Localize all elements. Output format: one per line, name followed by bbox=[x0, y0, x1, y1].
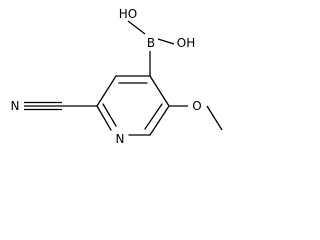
nitrile-group bbox=[24, 101, 97, 111]
bond-b-oh-left bbox=[127, 20, 146, 35]
methoxy-group bbox=[169, 105, 223, 131]
pyridine-ring bbox=[96, 75, 170, 136]
hydroxyl-left-label: HO bbox=[119, 7, 137, 21]
molecule-diagram: N N O B HO OH bbox=[11, 7, 223, 146]
nitrile-nitrogen-label: N bbox=[11, 99, 20, 113]
bond-c6-c5-inner bbox=[144, 103, 163, 130]
methoxy-oxygen-label: O bbox=[192, 99, 201, 113]
bond-c3-c2 bbox=[96, 75, 117, 107]
structure-canvas: N N O B HO OH bbox=[0, 0, 231, 155]
bond-c2-n1-inner bbox=[102, 103, 117, 127]
boronic-acid-group bbox=[127, 20, 175, 76]
bond-o-ch3 bbox=[206, 105, 223, 131]
bond-c6-c5 bbox=[149, 105, 170, 136]
bond-c5-c4 bbox=[149, 75, 170, 107]
boron-label: B bbox=[147, 36, 155, 50]
bond-c2-n1 bbox=[96, 105, 112, 131]
bond-b-oh-right bbox=[157, 38, 175, 45]
ring-nitrogen-label: N bbox=[116, 132, 125, 146]
hydroxyl-right-label: OH bbox=[177, 36, 195, 50]
